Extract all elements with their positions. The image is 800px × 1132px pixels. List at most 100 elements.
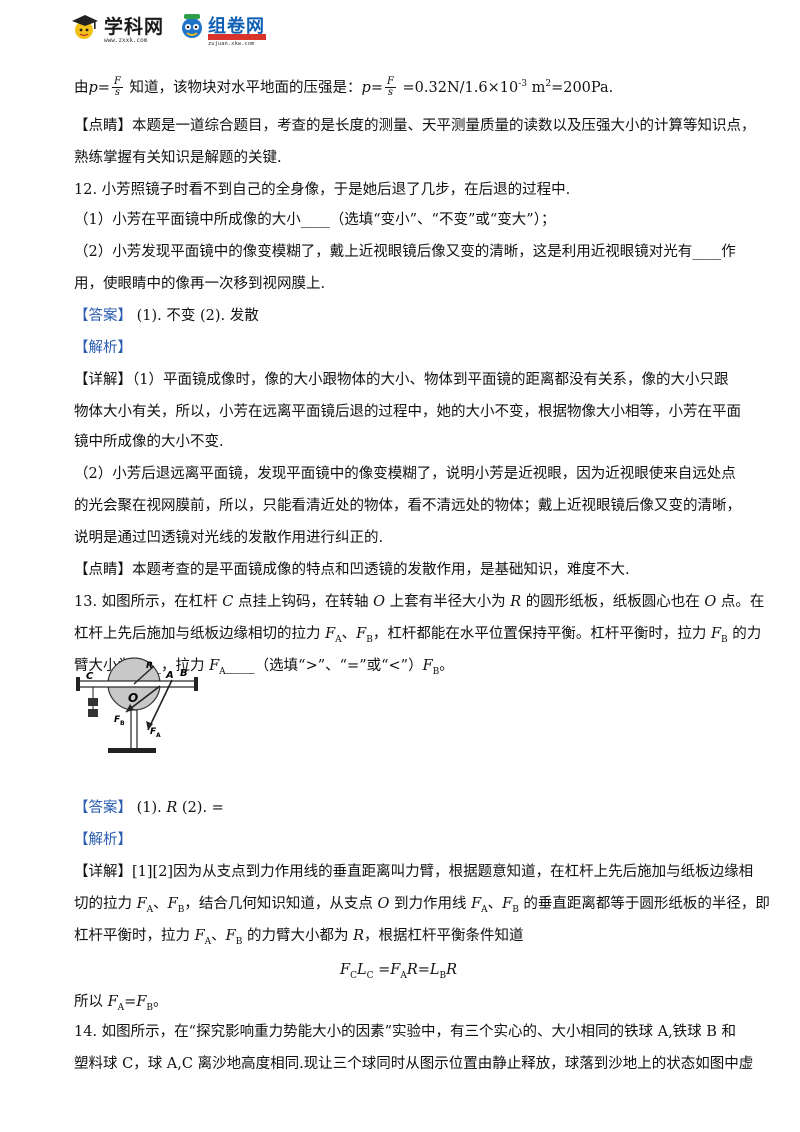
comment-line: 【点睛】本题考查的是平面镜成像的特点和凹透镜的发散作用，是基础知识，难度不大. <box>74 562 630 578</box>
stand-base <box>108 748 156 753</box>
text: =200Pa. <box>551 79 614 96</box>
explanation-line: 切的拉力 FA、FB，结合几何知识知道，从支点 O 到力作用线 FA、FB 的垂… <box>74 894 770 920</box>
label-fb-sub: B <box>120 720 125 727</box>
text: 杠杆上先后施加与纸板边缘相切的拉力 <box>74 626 326 642</box>
var: C <box>222 594 234 610</box>
var: F <box>136 896 147 912</box>
var: F <box>422 658 433 674</box>
lever-diagram-svg: C R A B O F B F A <box>76 657 198 753</box>
zujuan-logo-url: zujuan.xkw.com <box>208 41 255 47</box>
question-12-stem: 12. 小芳照镜子时看不到自己的全身像，于是她后退了几步，在后退的过程中. <box>74 182 571 198</box>
var: F <box>325 626 336 642</box>
text: = <box>417 962 430 978</box>
graduation-cap-icon <box>72 15 98 39</box>
text: = <box>124 994 137 1010</box>
var: R <box>406 962 418 978</box>
analysis-label: 【解析】 <box>74 832 132 848</box>
header-logos: 学科网 www.zxxk.com 组卷网 zujuan.xkw.com <box>70 8 300 48</box>
answer-label: 【答案】 <box>74 800 132 816</box>
force-fb-arrowhead <box>126 704 134 712</box>
text: (1). <box>132 800 167 816</box>
text: 杠杆平衡时，拉力 <box>74 928 195 944</box>
answer-12: 【答案】 (1). 不变 (2). 发散 <box>74 306 259 326</box>
explanation-line: 物体大小有关，所以，小芳在远离平面镜后退的过程中，她的大小不变，根据物像大小相等… <box>74 404 741 420</box>
var: O <box>377 896 390 912</box>
var-p: p <box>88 79 98 96</box>
text: ，结合几何知识知道，从支点 <box>184 896 378 912</box>
var: F <box>167 896 178 912</box>
subscript: B <box>432 666 440 677</box>
lever-end-cap-right <box>194 677 198 691</box>
text: 所以 <box>74 994 108 1010</box>
zujuan-logo-tag <box>208 34 266 40</box>
subscript: A <box>204 936 212 947</box>
label-c: C <box>86 671 94 682</box>
question-13-stem-cont: 杠杆上先后施加与纸板边缘相切的拉力 FA、FB，杠杆都能在水平位置保持平衡。杠杆… <box>74 624 761 650</box>
zujuan-logo[interactable]: 组卷网 zujuan.xkw.com <box>178 12 266 48</box>
superscript: -3 <box>518 79 527 89</box>
subscript: B <box>235 936 243 947</box>
zujuan-logo-name: 组卷网 <box>208 16 265 37</box>
subscript: C <box>350 970 357 981</box>
radius-line <box>133 665 155 685</box>
fraction-numerator: F <box>384 76 396 89</box>
text: 点挂上钩码，在转轴 <box>233 594 374 610</box>
subscript: C <box>366 970 374 981</box>
subscript: A <box>219 666 226 677</box>
subscript: B <box>177 904 185 915</box>
text: 、 <box>487 896 503 912</box>
var: F <box>194 928 205 944</box>
explanation-line: 的光会聚在视网膜前，所以，只能看清近处的物体，看不清远处的物体；戴上近视眼镜后像… <box>74 498 741 514</box>
text: 、 <box>211 928 226 944</box>
var: F <box>390 962 401 978</box>
text: 上套有半径大小为 <box>385 594 511 610</box>
var: F <box>340 962 351 978</box>
subscript: A <box>117 1002 125 1013</box>
label-o: O <box>128 691 138 705</box>
answer-13: 【答案】 (1). R (2). = <box>74 798 224 818</box>
var: F <box>107 994 118 1010</box>
text: 由 <box>74 79 89 96</box>
var-p: p <box>361 79 371 96</box>
comment-line: 【点睛】本题是一道综合题目，考查的是长度的测量、天平测量质量的读数以及压强大小的… <box>74 118 756 134</box>
label-b: B <box>180 668 188 679</box>
question-13-stem: 13. 如图所示，在杠杆 C 点挂上钩码，在转轴 O 上套有半径大小为 R 的圆… <box>74 592 764 612</box>
text: 。 <box>439 658 454 674</box>
label-fa-sub: A <box>156 732 161 739</box>
zxxk-logo[interactable]: 学科网 www.zxxk.com <box>70 12 163 48</box>
var: R <box>510 594 522 610</box>
force-fa-line <box>147 679 173 731</box>
text: 点。在 <box>716 594 765 610</box>
subscript: A <box>481 904 488 915</box>
subscript: B <box>146 1002 154 1013</box>
label-fa: F <box>150 727 157 737</box>
var: O <box>373 594 385 610</box>
label-fb: F <box>114 715 121 725</box>
explanation-line: 说明是通过凹透镜对光线的发散作用进行纠正的. <box>74 530 384 546</box>
var: F <box>136 994 147 1010</box>
text: 。 <box>153 994 168 1010</box>
explanation-line: 【详解】（1）平面镜成像时，像的大小跟物体的大小、物体到平面镜的距离都没有关系，… <box>74 372 729 388</box>
hook-weight-2 <box>88 709 98 717</box>
answer-text: (1). 不变 (2). 发散 <box>132 308 259 324</box>
fraction-denominator: s <box>114 87 120 99</box>
stand-pole <box>130 709 138 751</box>
label-r: R <box>146 661 153 671</box>
lever-balance-equation: FCLC =FAR=LBR <box>340 960 457 986</box>
var: F <box>356 626 367 642</box>
answer-label: 【答案】 <box>74 308 132 324</box>
text: = <box>370 79 383 96</box>
text: 、 <box>341 626 357 642</box>
subscript: A <box>335 634 342 645</box>
subscript: A <box>400 970 407 981</box>
text: 切的拉力 <box>74 896 137 912</box>
force-fa-arrowhead <box>146 721 153 730</box>
var: F <box>471 896 482 912</box>
superscript: 2 <box>545 79 552 89</box>
analysis-label: 【解析】 <box>74 340 132 356</box>
subscript: B <box>512 904 519 915</box>
explanation-line: 杠杆平衡时，拉力 FA、FB 的力臂大小都为 R，根据杠杆平衡条件知道 <box>74 926 524 952</box>
fraction-numerator: F <box>111 76 123 89</box>
var: F <box>710 626 722 642</box>
